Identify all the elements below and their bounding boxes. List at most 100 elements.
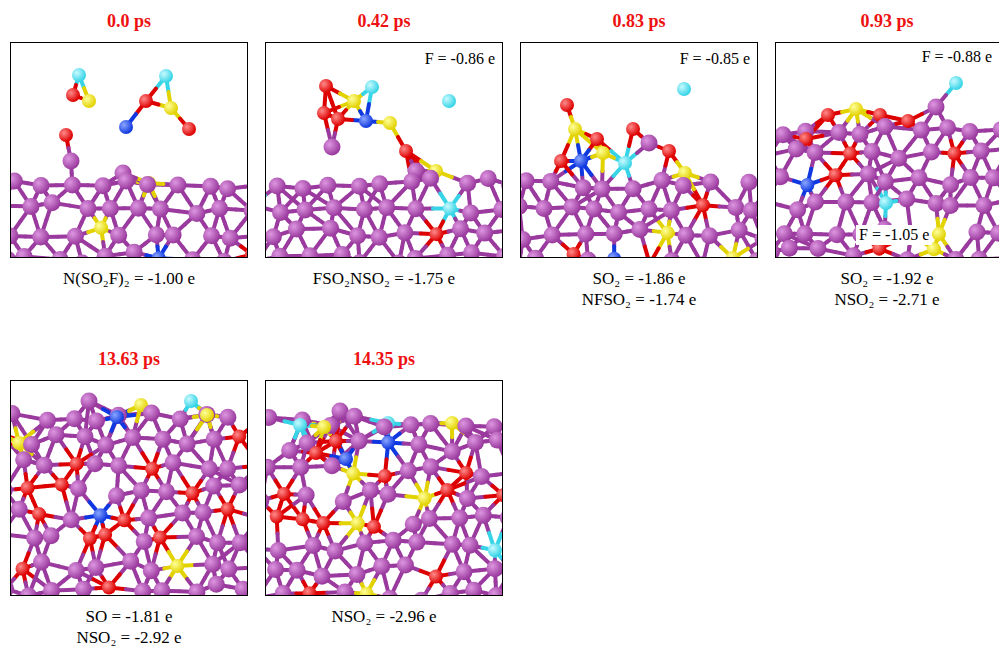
atom-sphere (294, 180, 311, 197)
snapshot-frame (265, 380, 503, 596)
atom-sphere (220, 560, 237, 577)
atom-sphere (554, 154, 568, 168)
atom-sphere (235, 581, 248, 596)
atom-sphere (143, 405, 160, 422)
atom-sphere (221, 502, 235, 516)
atom-sphere (701, 227, 718, 244)
atom-sphere (130, 200, 147, 217)
atom-sphere (66, 88, 80, 102)
atom-sphere (521, 172, 535, 189)
atom-sphere (244, 202, 248, 219)
snapshot-panel: 13.63 psSO = -1.81 eNSO₂ = -2.92 e (10, 342, 248, 648)
atom-sphere (22, 198, 39, 215)
atom-sphere (564, 199, 581, 216)
atom-sphere (740, 174, 757, 191)
atom-sphere (521, 257, 527, 258)
atom-sphere (301, 247, 318, 258)
atom-sphere (69, 457, 83, 471)
charge-label: F = -0.85 e (677, 49, 753, 69)
snapshot-panel: 0.83 psF = -0.85 eSO₂ = -1.86 eNFSO₂ = -… (520, 4, 758, 310)
atom-sphere (126, 244, 143, 258)
atom-sphere (626, 122, 640, 136)
atom-sphere (148, 226, 165, 243)
atom-sphere (42, 527, 59, 544)
atom-sphere (140, 510, 157, 527)
bond-line (415, 257, 431, 258)
atom-sphere (677, 227, 694, 244)
atom-sphere (837, 194, 854, 211)
atom-sphere (544, 227, 561, 244)
atom-sphere (44, 194, 61, 211)
atom-sphere (74, 255, 91, 258)
atom-sphere (136, 533, 153, 550)
atom-sphere (849, 102, 863, 116)
atom-sphere (781, 240, 798, 257)
atom-sphere (170, 559, 184, 573)
atom-sphere (807, 194, 824, 211)
atom-sphere (52, 251, 69, 258)
atom-sphere (200, 408, 214, 422)
atom-sphere (93, 508, 107, 522)
atom-sphere (663, 252, 680, 258)
atom-sphere (97, 437, 114, 454)
atom-sphere (776, 225, 793, 242)
atom-sphere (266, 228, 282, 245)
atom-sphere (75, 581, 92, 596)
charge-caption: FSO₂NSO₂ = -1.75 e (265, 268, 503, 289)
atom-sphere (325, 199, 342, 216)
atom-sphere (696, 198, 710, 212)
atom-sphere (663, 202, 680, 219)
atom-sphere (159, 69, 173, 83)
atom-sphere (521, 231, 531, 248)
atom-sphere (15, 451, 32, 468)
atom-sphere (378, 199, 395, 216)
atom-sphere (139, 94, 153, 108)
atom-sphere (16, 562, 30, 576)
atom-sphere (845, 247, 862, 258)
charge-caption: SO = -1.81 e (10, 606, 248, 627)
atom-sphere (179, 435, 196, 452)
atom-sphere (23, 436, 40, 453)
atom-sphere (662, 144, 676, 158)
bond-line (499, 182, 503, 185)
atom-sphere (928, 99, 945, 116)
atom-sphere (202, 178, 219, 195)
atom-sphere (973, 143, 990, 160)
atom-sphere (452, 220, 469, 237)
atom-sphere (219, 180, 236, 197)
atom-sphere (83, 531, 97, 545)
charge-caption: NFSO₂ = -1.74 e (520, 289, 758, 310)
atom-sphere (748, 252, 758, 258)
atom-sphere (88, 412, 105, 429)
atom-sphere (59, 128, 73, 142)
atom-sphere (971, 251, 988, 258)
charge-caption: SO₂ = -1.92 e (775, 268, 999, 289)
bond-line (244, 465, 248, 467)
atom-sphere (961, 123, 978, 140)
atom-sphere (11, 580, 14, 596)
bond-line (757, 250, 758, 258)
atom-sphere (810, 240, 827, 257)
atom-sphere (829, 168, 843, 182)
atom-sphere (641, 135, 658, 152)
atom-sphere (206, 431, 223, 448)
atom-sphere (347, 94, 361, 108)
atom-sphere (204, 556, 221, 573)
atom-sphere (947, 147, 961, 161)
atom-sphere (694, 256, 711, 258)
atom-sphere (975, 197, 992, 214)
atom-illustration (266, 43, 503, 258)
atom-sphere (48, 426, 65, 443)
bond-line (497, 230, 503, 231)
atom-sphere (108, 487, 125, 504)
snapshot-panel: 0.93 psF = -0.88 eF = -1.05 eSO₂ = -1.92… (775, 4, 999, 310)
atom-sphere (990, 225, 999, 242)
atom-sphere (319, 79, 333, 93)
atom-sphere (32, 507, 46, 521)
bond-line (996, 256, 999, 258)
atom-sphere (607, 252, 621, 258)
atom-sphere (134, 583, 151, 596)
atom-sphere (219, 409, 236, 426)
atom-sphere (188, 528, 205, 545)
atom-sphere (164, 101, 178, 115)
